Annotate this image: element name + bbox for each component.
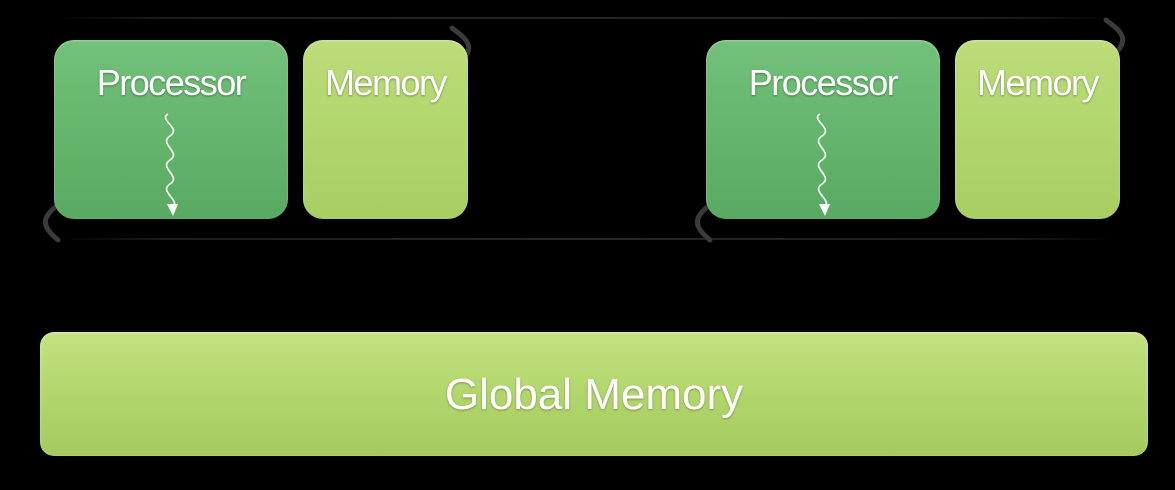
node-1-memory-label: Memory	[324, 62, 448, 103]
thread-squiggle-icon	[164, 113, 178, 216]
thread-squiggle-icon	[816, 113, 830, 216]
node-1-processor-block: Processor	[54, 40, 288, 219]
global-memory-label: Global Memory	[444, 370, 744, 419]
node-1-memory-block: Memory	[303, 40, 468, 219]
global-memory-block: Global Memory	[40, 332, 1148, 456]
node-2-processor-block: Processor	[706, 40, 940, 219]
node-2-processor-label: Processor	[748, 62, 899, 103]
node-2-memory-block: Memory	[955, 40, 1120, 219]
node-row-bottom-rule	[60, 238, 1115, 240]
node-1-processor-label: Processor	[96, 62, 247, 103]
node-row-top-rule	[60, 17, 1115, 19]
node-2-memory-label: Memory	[976, 62, 1100, 103]
